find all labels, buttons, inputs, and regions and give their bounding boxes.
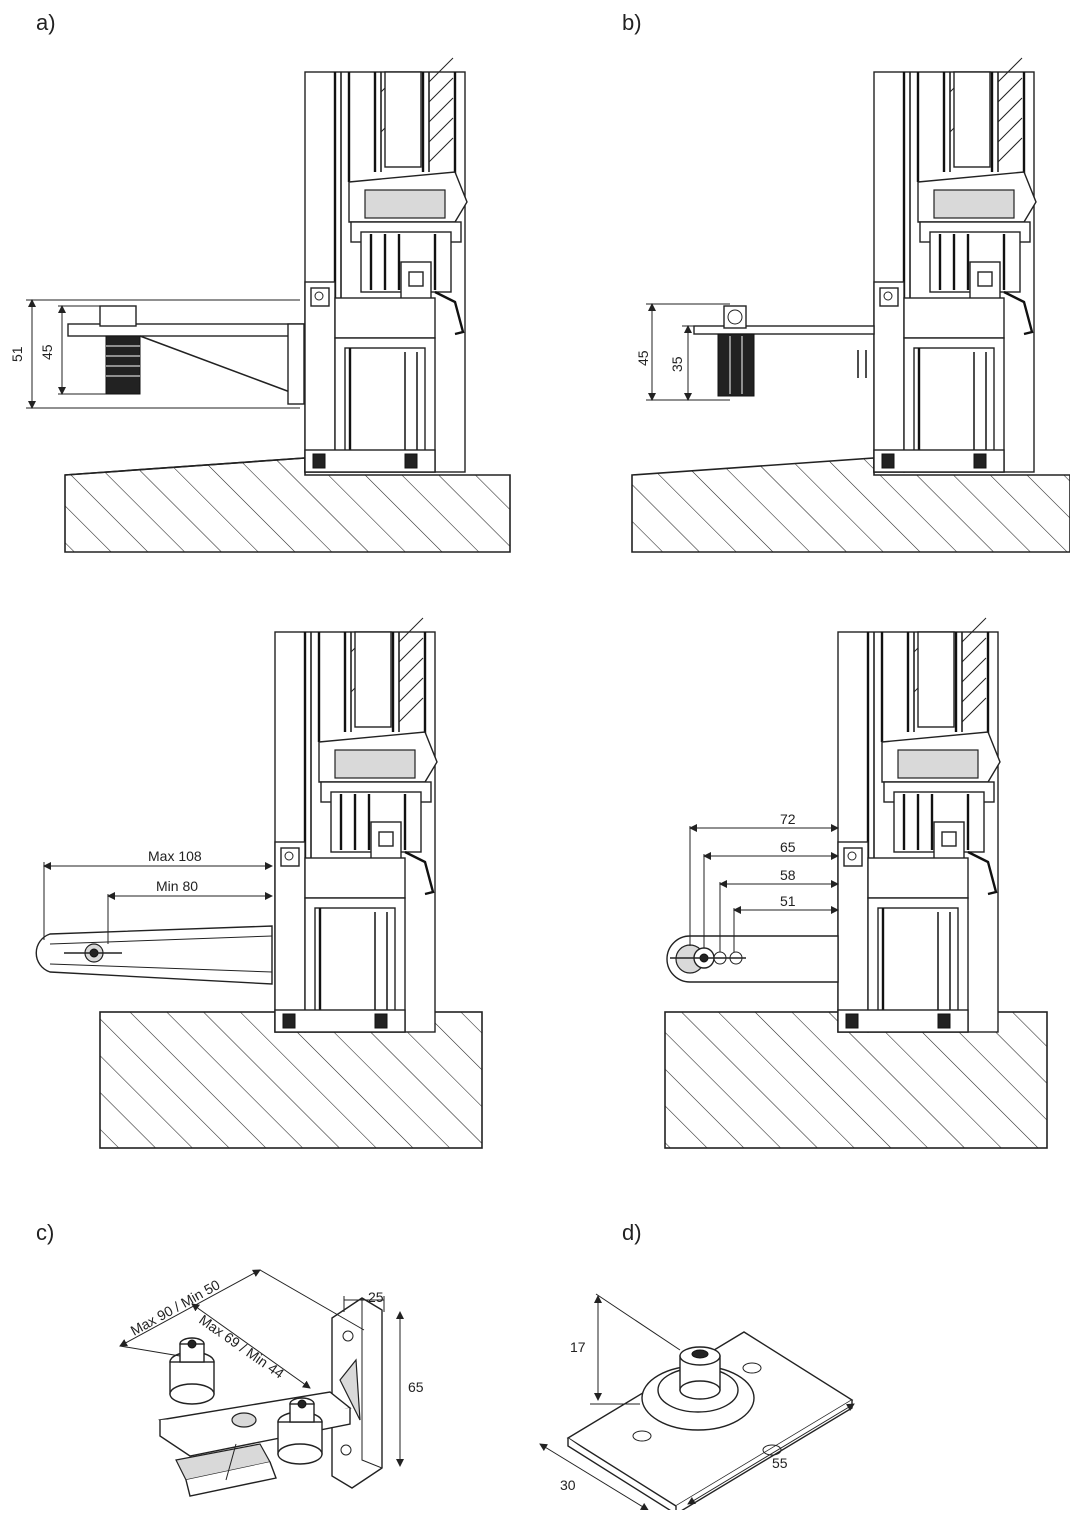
panel-b-top-drawing [631,56,1070,553]
panel-a-lower-drawing [35,616,483,1149]
dim-a-min-80: Min 80 [156,878,198,894]
panel-d-label: d) [622,1220,642,1245]
dim-c-65: 65 [408,1379,424,1395]
dim-a-51: 51 [9,346,25,362]
dim-b-58: 58 [780,867,796,883]
dim-d-55: 55 [772,1455,788,1471]
panel-a-top-drawing [26,56,511,553]
panel-a-label: a) [36,10,56,35]
dim-a-max-108: Max 108 [148,848,202,864]
panel-c-label: c) [36,1220,54,1245]
dim-b-35: 35 [669,356,685,372]
dim-d-17: 17 [570,1339,586,1355]
dim-b-51: 51 [780,893,796,909]
panel-d-baseplate-drawing [539,1293,855,1515]
dim-b-72: 72 [780,811,796,827]
panel-b-label: b) [622,10,642,35]
dim-c-25: 25 [368,1289,384,1305]
dim-b-65: 65 [780,839,796,855]
panel-c-bracket-drawing [119,1269,404,1497]
panel-b-lower-drawing [664,616,1048,1149]
dim-a-45: 45 [39,344,55,360]
dim-b-45: 45 [635,350,651,366]
dim-d-30: 30 [560,1477,576,1493]
